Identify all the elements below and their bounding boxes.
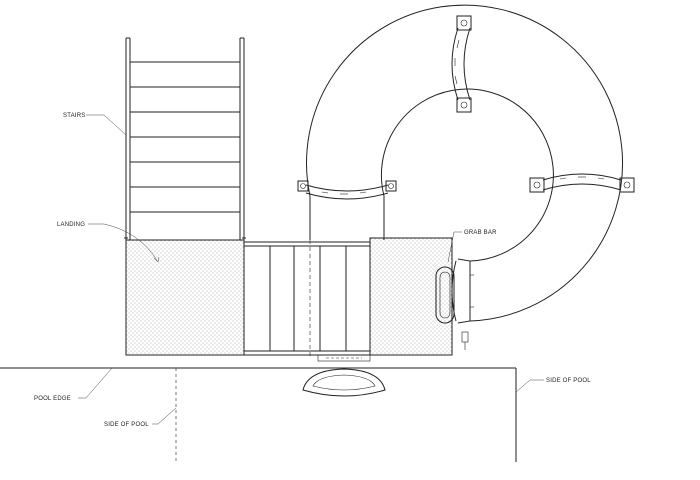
support-band-top <box>451 15 472 113</box>
slide-exit <box>302 354 386 397</box>
bridge-section <box>243 240 371 358</box>
grab-bar-label: GRAB BAR <box>464 230 497 236</box>
side-of-pool-right-label: SIDE OF POOL <box>546 378 591 384</box>
label-grab-bar: GRAB BAR <box>447 230 497 263</box>
grab-bar <box>435 260 457 324</box>
landing-label: LANDING <box>57 222 85 228</box>
label-stairs: STAIRS <box>63 113 127 136</box>
landing-platform <box>124 237 246 356</box>
slide-platform <box>369 237 453 356</box>
label-side-of-pool-left: SIDE OF POOL <box>104 407 177 428</box>
label-pool-edge: POOL EDGE <box>34 367 113 402</box>
stairs <box>125 37 245 240</box>
stairs-label: STAIRS <box>63 113 85 119</box>
pool-edge <box>0 367 517 462</box>
support-band-right <box>529 173 635 193</box>
slide-tube <box>306 4 624 322</box>
label-side-of-pool-right: SIDE OF POOL <box>515 378 591 393</box>
support-band-left <box>297 180 397 200</box>
slide-entry-ring <box>457 258 474 350</box>
side-of-pool-left-label: SIDE OF POOL <box>104 422 149 428</box>
pool-edge-label: POOL EDGE <box>34 396 71 402</box>
label-landing: LANDING <box>57 222 160 263</box>
